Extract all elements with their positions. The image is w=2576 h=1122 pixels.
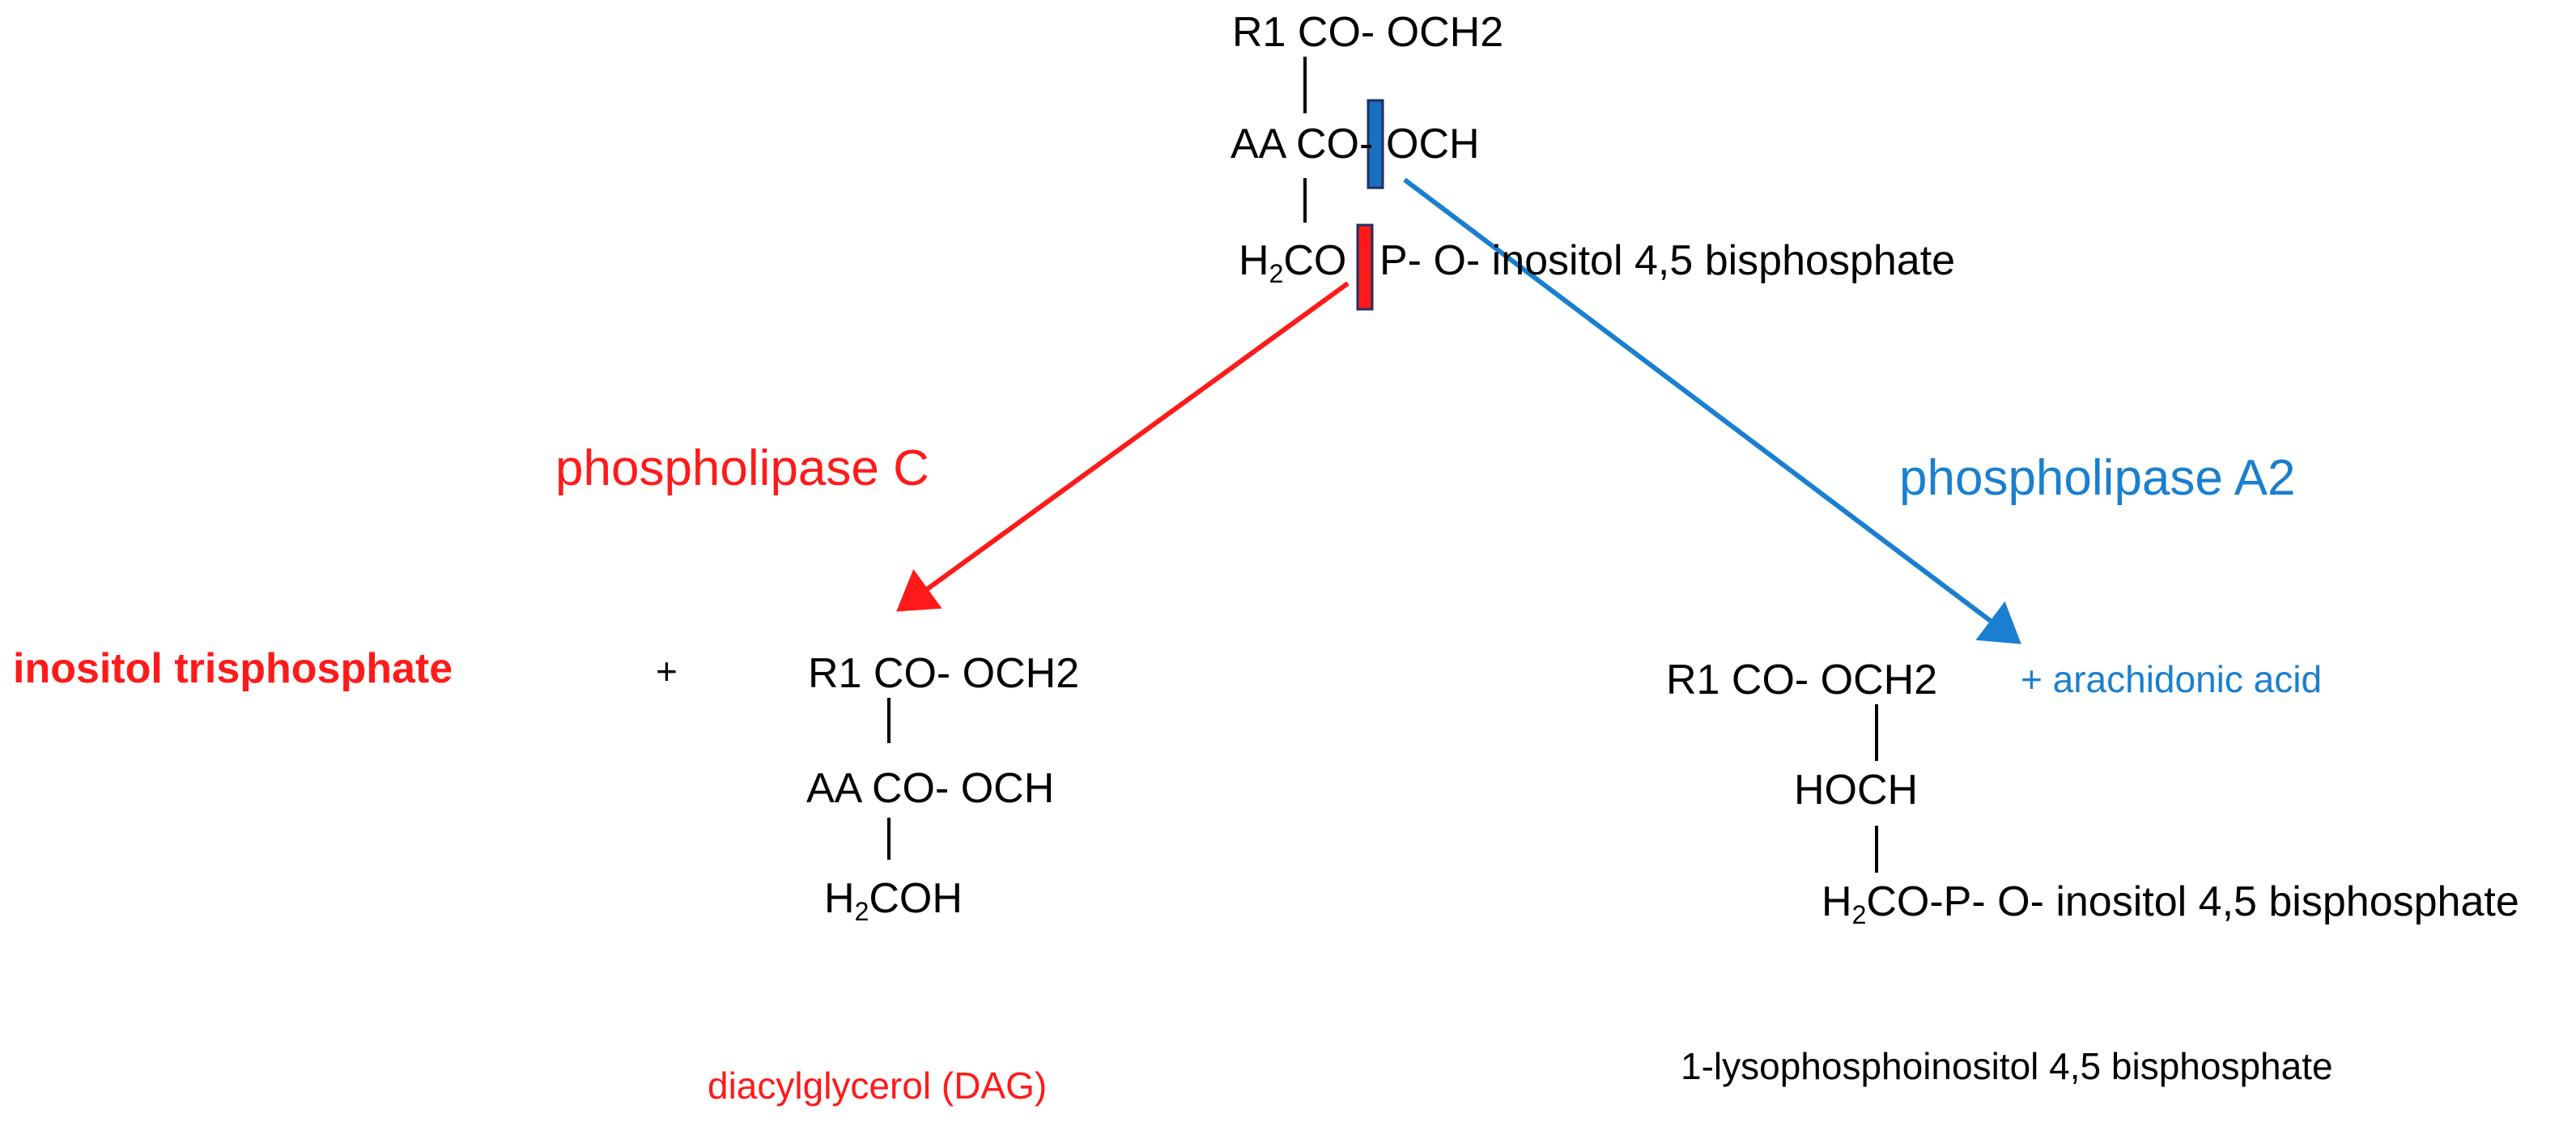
plc-arrow [896, 281, 1350, 612]
lyso-line-3: H2CO-P- O- inositol 4,5 bisphosphate [1821, 878, 2519, 928]
arachidonic-acid-label: + arachidonic acid [2021, 658, 2323, 700]
lyso-line-3-rest: CO-P- O- inositol 4,5 bisphosphate [1866, 878, 2519, 925]
enzyme-label-plc: phospholipase C [555, 440, 929, 496]
dag-name: diacylglycerol (DAG) [708, 1065, 1048, 1107]
ip3-label: inositol trisphosphate [13, 645, 453, 692]
substrate-line-3-left: H2CO [1239, 237, 1347, 287]
enzyme-label-pla2: phospholipase A2 [1899, 450, 2296, 506]
substrate-line-3-right: P- O- inositol 4,5 bisphosphate [1379, 237, 1956, 284]
lyso-line-3-h: H [1821, 878, 1852, 925]
substrate-line-3-h: H [1239, 237, 1269, 284]
substrate-line-3-co: CO [1283, 237, 1347, 284]
dag-line-3-rest: COH [869, 875, 963, 922]
plc-cleavage-marker [1356, 223, 1374, 311]
lyso-name: 1-lysophosphoinositol 4,5 bisphosphate [1681, 1045, 2333, 1087]
dag-line-3: H2COH [824, 875, 963, 924]
substrate-line-3-sub: 2 [1269, 259, 1284, 288]
substrate-line-1: R1 CO- OCH2 [1232, 9, 1504, 56]
pla2-cleavage-marker [1367, 99, 1384, 189]
lyso-line-1: R1 CO- OCH2 [1666, 657, 1938, 703]
substrate-line-2-right: OCH [1386, 121, 1480, 168]
dag-line-3-h: H [824, 875, 855, 922]
substrate-line-2-left: AA CO- [1231, 121, 1374, 168]
pla2-arrow [1403, 177, 2021, 644]
dag-line-2: AA CO- OCH [806, 765, 1055, 812]
lyso-line-3-sub: 2 [1851, 900, 1867, 929]
dag-line-1: R1 CO- OCH2 [808, 650, 1080, 697]
lyso-line-2: HOCH [1794, 767, 1919, 814]
dag-line-3-sub: 2 [854, 897, 869, 926]
plus-sign: + [656, 650, 678, 692]
